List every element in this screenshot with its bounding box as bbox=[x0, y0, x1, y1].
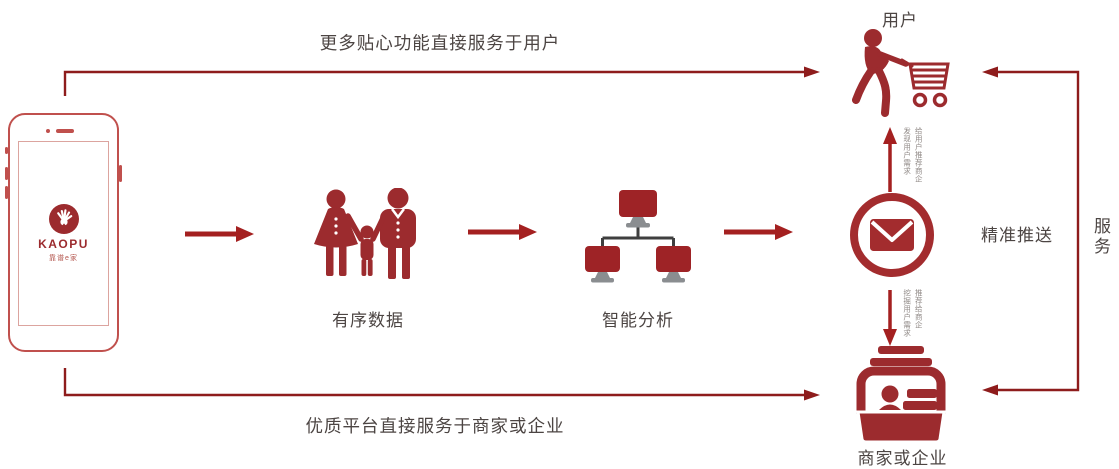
phone-screen: KAOPU 靠谱e家 bbox=[18, 141, 109, 326]
phone-camera-dot bbox=[46, 129, 50, 133]
up-note-line1: 给用户推荐商企 bbox=[914, 127, 924, 183]
service-label: 服务 bbox=[1091, 217, 1110, 257]
logo-wordmark: KAOPU bbox=[38, 236, 89, 251]
service-bracket-arrows bbox=[982, 66, 1080, 396]
push-label: 精准推送 bbox=[981, 226, 1053, 245]
phone-speaker bbox=[56, 129, 74, 133]
merchant-label: 商家或企业 bbox=[857, 449, 948, 468]
down-note-line2: 挖掘用户需求 bbox=[902, 289, 912, 337]
kaopu-logo bbox=[48, 203, 79, 234]
top-flow-arrow bbox=[63, 66, 820, 96]
phone-power-button bbox=[119, 165, 122, 182]
up-arrow-note: 给用户推荐商企 发现用户需求 bbox=[901, 127, 924, 195]
envelope-icon bbox=[850, 193, 934, 277]
flow-arrow-analysis-to-push bbox=[724, 224, 793, 240]
bottom-flow-arrow bbox=[63, 368, 820, 401]
phone-volume-button bbox=[5, 167, 8, 180]
network-icon bbox=[585, 190, 691, 283]
down-arrow-to-merchant bbox=[883, 290, 897, 346]
up-arrow-to-user bbox=[883, 127, 897, 192]
storefront-icon bbox=[856, 346, 946, 442]
phone-volume-button bbox=[5, 186, 8, 199]
up-note-line2: 发现用户需求 bbox=[902, 127, 912, 175]
down-arrow-note: 推荐给商企 挖掘用户需求 bbox=[901, 289, 924, 357]
phone-mockup: KAOPU 靠谱e家 bbox=[5, 113, 122, 352]
node-label-analysis: 智能分析 bbox=[602, 311, 674, 330]
family-icon bbox=[314, 188, 416, 279]
down-note-line1: 推荐给商企 bbox=[914, 289, 924, 329]
user-label: 用户 bbox=[882, 11, 918, 30]
top-flow-caption: 更多贴心功能直接服务于用户 bbox=[319, 33, 561, 53]
flow-arrow-phone-to-data bbox=[185, 226, 254, 242]
hand-logo-icon bbox=[56, 209, 72, 227]
logo-subtitle: 靠谱e家 bbox=[49, 255, 78, 263]
node-label-ordered-data: 有序数据 bbox=[332, 311, 404, 330]
phone-mute-switch bbox=[5, 147, 8, 154]
bottom-flow-caption: 优质平台直接服务于商家或企业 bbox=[305, 416, 565, 436]
cart-user-icon bbox=[852, 29, 950, 117]
flow-arrow-data-to-analysis bbox=[468, 224, 537, 240]
